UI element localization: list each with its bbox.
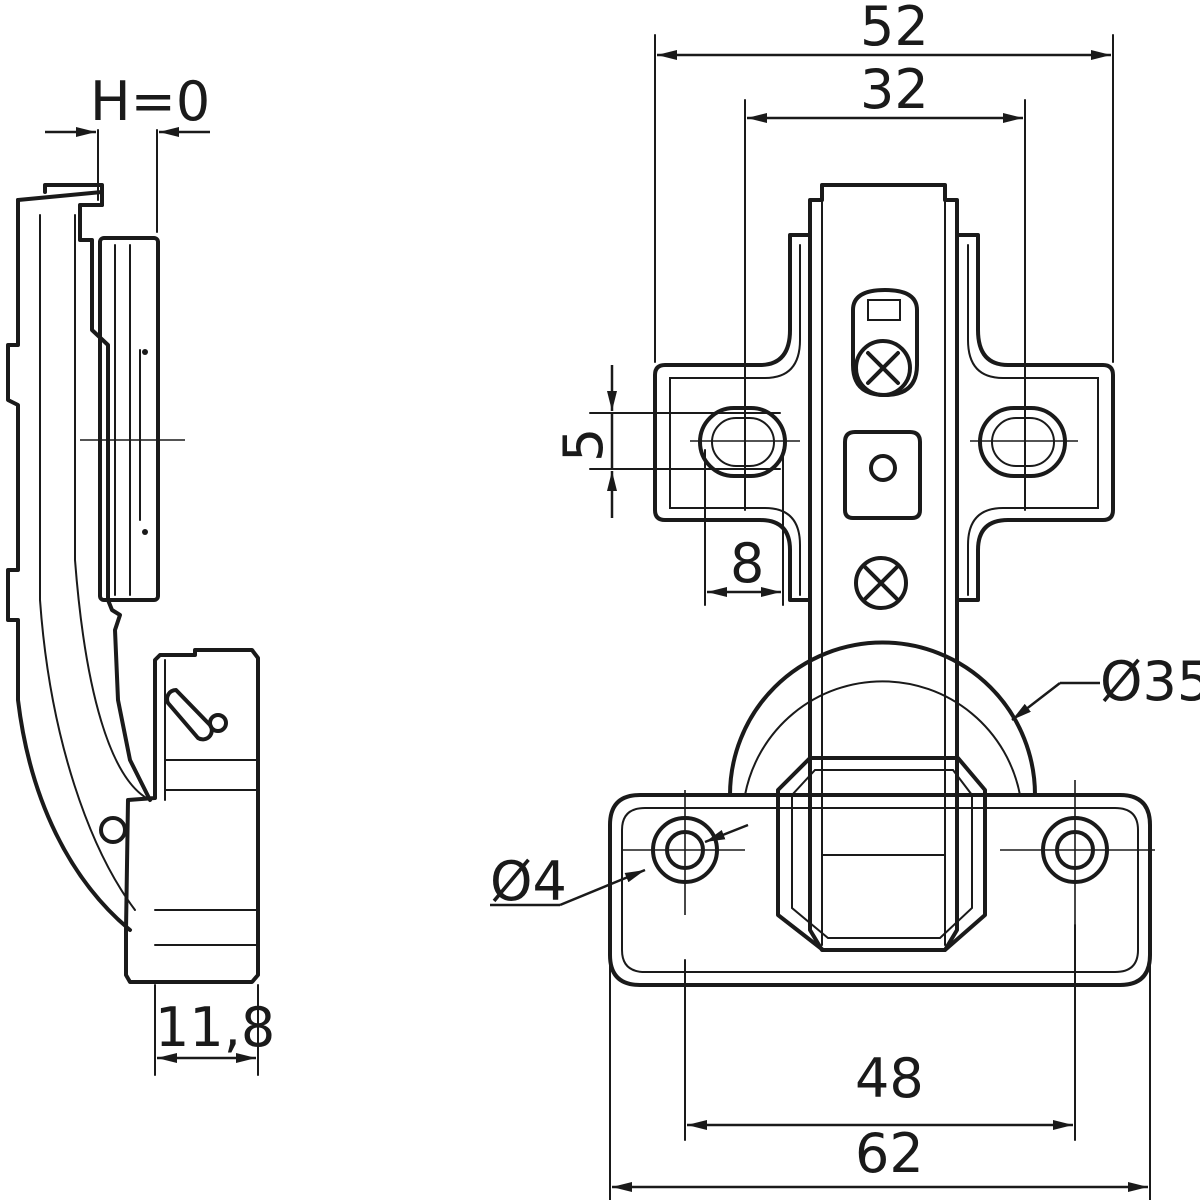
side-cup-pin (99, 816, 127, 844)
side-rivet-upper (142, 349, 148, 355)
front-left-slot-inner (711, 417, 775, 467)
slot-height-label: 5 (552, 428, 615, 462)
cup-diameter-label: Ø35 (1100, 650, 1200, 713)
side-cap (43, 183, 104, 207)
depth-label: 11,8 (155, 996, 275, 1059)
front-arm (808, 183, 959, 952)
screw-hole-leader-far (704, 823, 749, 844)
front-cup-pocket-inner (791, 769, 973, 939)
front-lower-screw-cross (862, 564, 900, 602)
front-right-slot-inner (991, 417, 1055, 467)
slot-length-label: 8 (730, 532, 764, 595)
plate-hole-spacing-label: 48 (855, 1047, 924, 1110)
front-square-block (843, 430, 922, 520)
front-adjust-screw (854, 339, 912, 397)
side-cup-slot-pin (208, 713, 228, 733)
front-adjust-screw-cross (866, 351, 900, 385)
side-mounting-plate (98, 236, 160, 602)
overall-width-label: 52 (860, 0, 929, 58)
screw-hole-leader (559, 868, 646, 907)
side-cup-body (124, 648, 260, 984)
front-cup-circle (728, 640, 1037, 797)
plate-width-label: 62 (855, 1122, 924, 1185)
hole-spacing-label: 32 (860, 58, 929, 121)
front-adjust-slot-inner (867, 299, 901, 321)
cup-diameter-leader-arrow (1011, 682, 1061, 721)
side-cup-inner (154, 659, 259, 946)
screw-hole-diameter-label: Ø4 (490, 850, 567, 913)
front-mounting-plate (653, 233, 1115, 602)
front-left-slot (698, 406, 787, 478)
front-arm-inner (821, 184, 946, 946)
front-base-plate (608, 793, 1152, 987)
front-square-hole (869, 454, 897, 482)
side-mounting-plate-inner (114, 244, 141, 596)
side-view: H=0 11,8 (6, 70, 275, 1076)
side-arm-outline (16, 190, 152, 802)
front-lower-screw (854, 556, 908, 610)
side-arm-back (6, 198, 132, 932)
front-right-slot (978, 406, 1067, 478)
front-base-plate-inner (621, 807, 1139, 973)
side-arm-inner-curve (39, 214, 136, 911)
front-cup-circle-inner (744, 680, 1021, 796)
side-rivet-lower (142, 529, 148, 535)
side-cup-slot (165, 688, 214, 742)
front-view: 52 32 5 8 Ø35 Ø4 48 (490, 0, 1200, 1200)
overlay-label: H=0 (90, 70, 210, 133)
side-arm-inner-curve-2 (74, 214, 151, 801)
front-mounting-plate-inner (669, 244, 1099, 596)
